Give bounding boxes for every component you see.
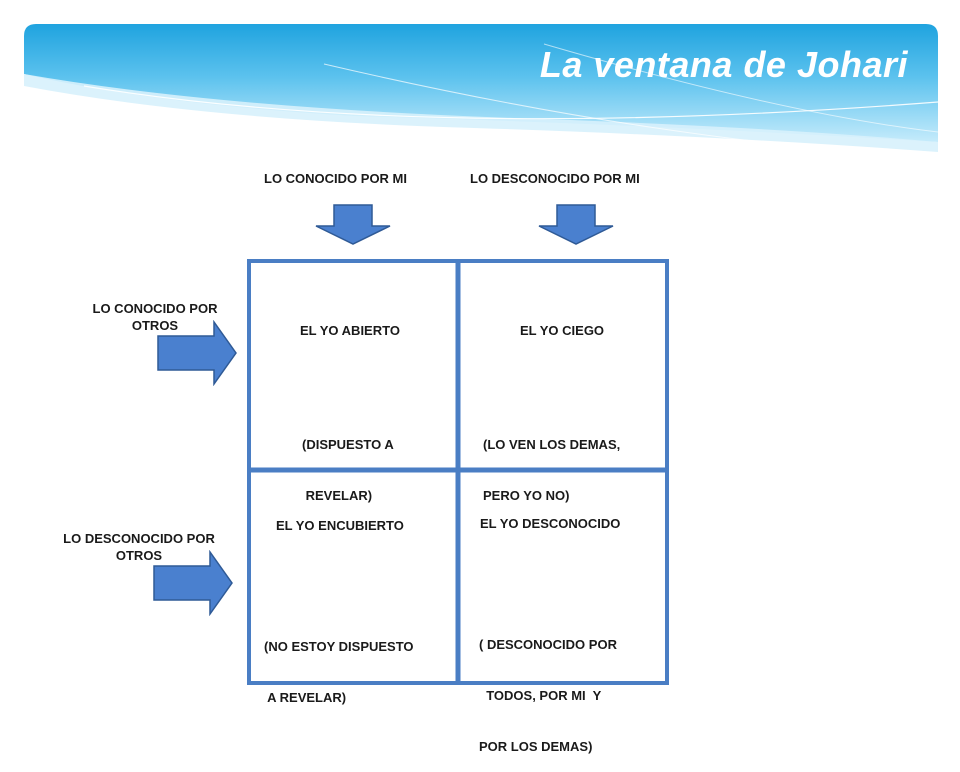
column-label-known-by-me: LO CONOCIDO POR MI: [264, 171, 407, 186]
quadrant-blind-description: (LO VEN LOS DEMAS, PERO YO NO): [483, 437, 621, 503]
row-label-unknown-by-others: LO DESCONOCIDO POR OTROS: [63, 531, 215, 563]
johari-grid: [247, 259, 669, 685]
quadrant-hidden-description: (NO ESTOY DISPUESTO A REVELAR): [264, 639, 414, 705]
header-banner: [24, 24, 938, 152]
arrow-right-icon: [153, 550, 233, 616]
quadrant-unknown-description: ( DESCONOCIDO POR TODOS, POR MI Y POR LO…: [479, 637, 617, 754]
arrow-down-icon: [315, 204, 391, 245]
column-label-unknown-by-me: LO DESCONOCIDO POR MI: [470, 171, 640, 186]
arrow-down-icon: [538, 204, 614, 245]
quadrant-open-title: EL YO ABIERTO: [300, 323, 400, 338]
row-label-known-by-others: LO CONOCIDO POR OTROS: [92, 301, 218, 333]
quadrant-unknown-title: EL YO DESCONOCIDO: [480, 516, 621, 531]
page-title: La ventana de Johari: [539, 44, 908, 85]
quadrant-hidden-title: EL YO ENCUBIERTO: [276, 518, 404, 533]
arrow-right-icon: [157, 320, 237, 386]
quadrant-open-description: (DISPUESTO A REVELAR): [302, 437, 394, 503]
quadrant-blind-title: EL YO CIEGO: [520, 323, 605, 338]
